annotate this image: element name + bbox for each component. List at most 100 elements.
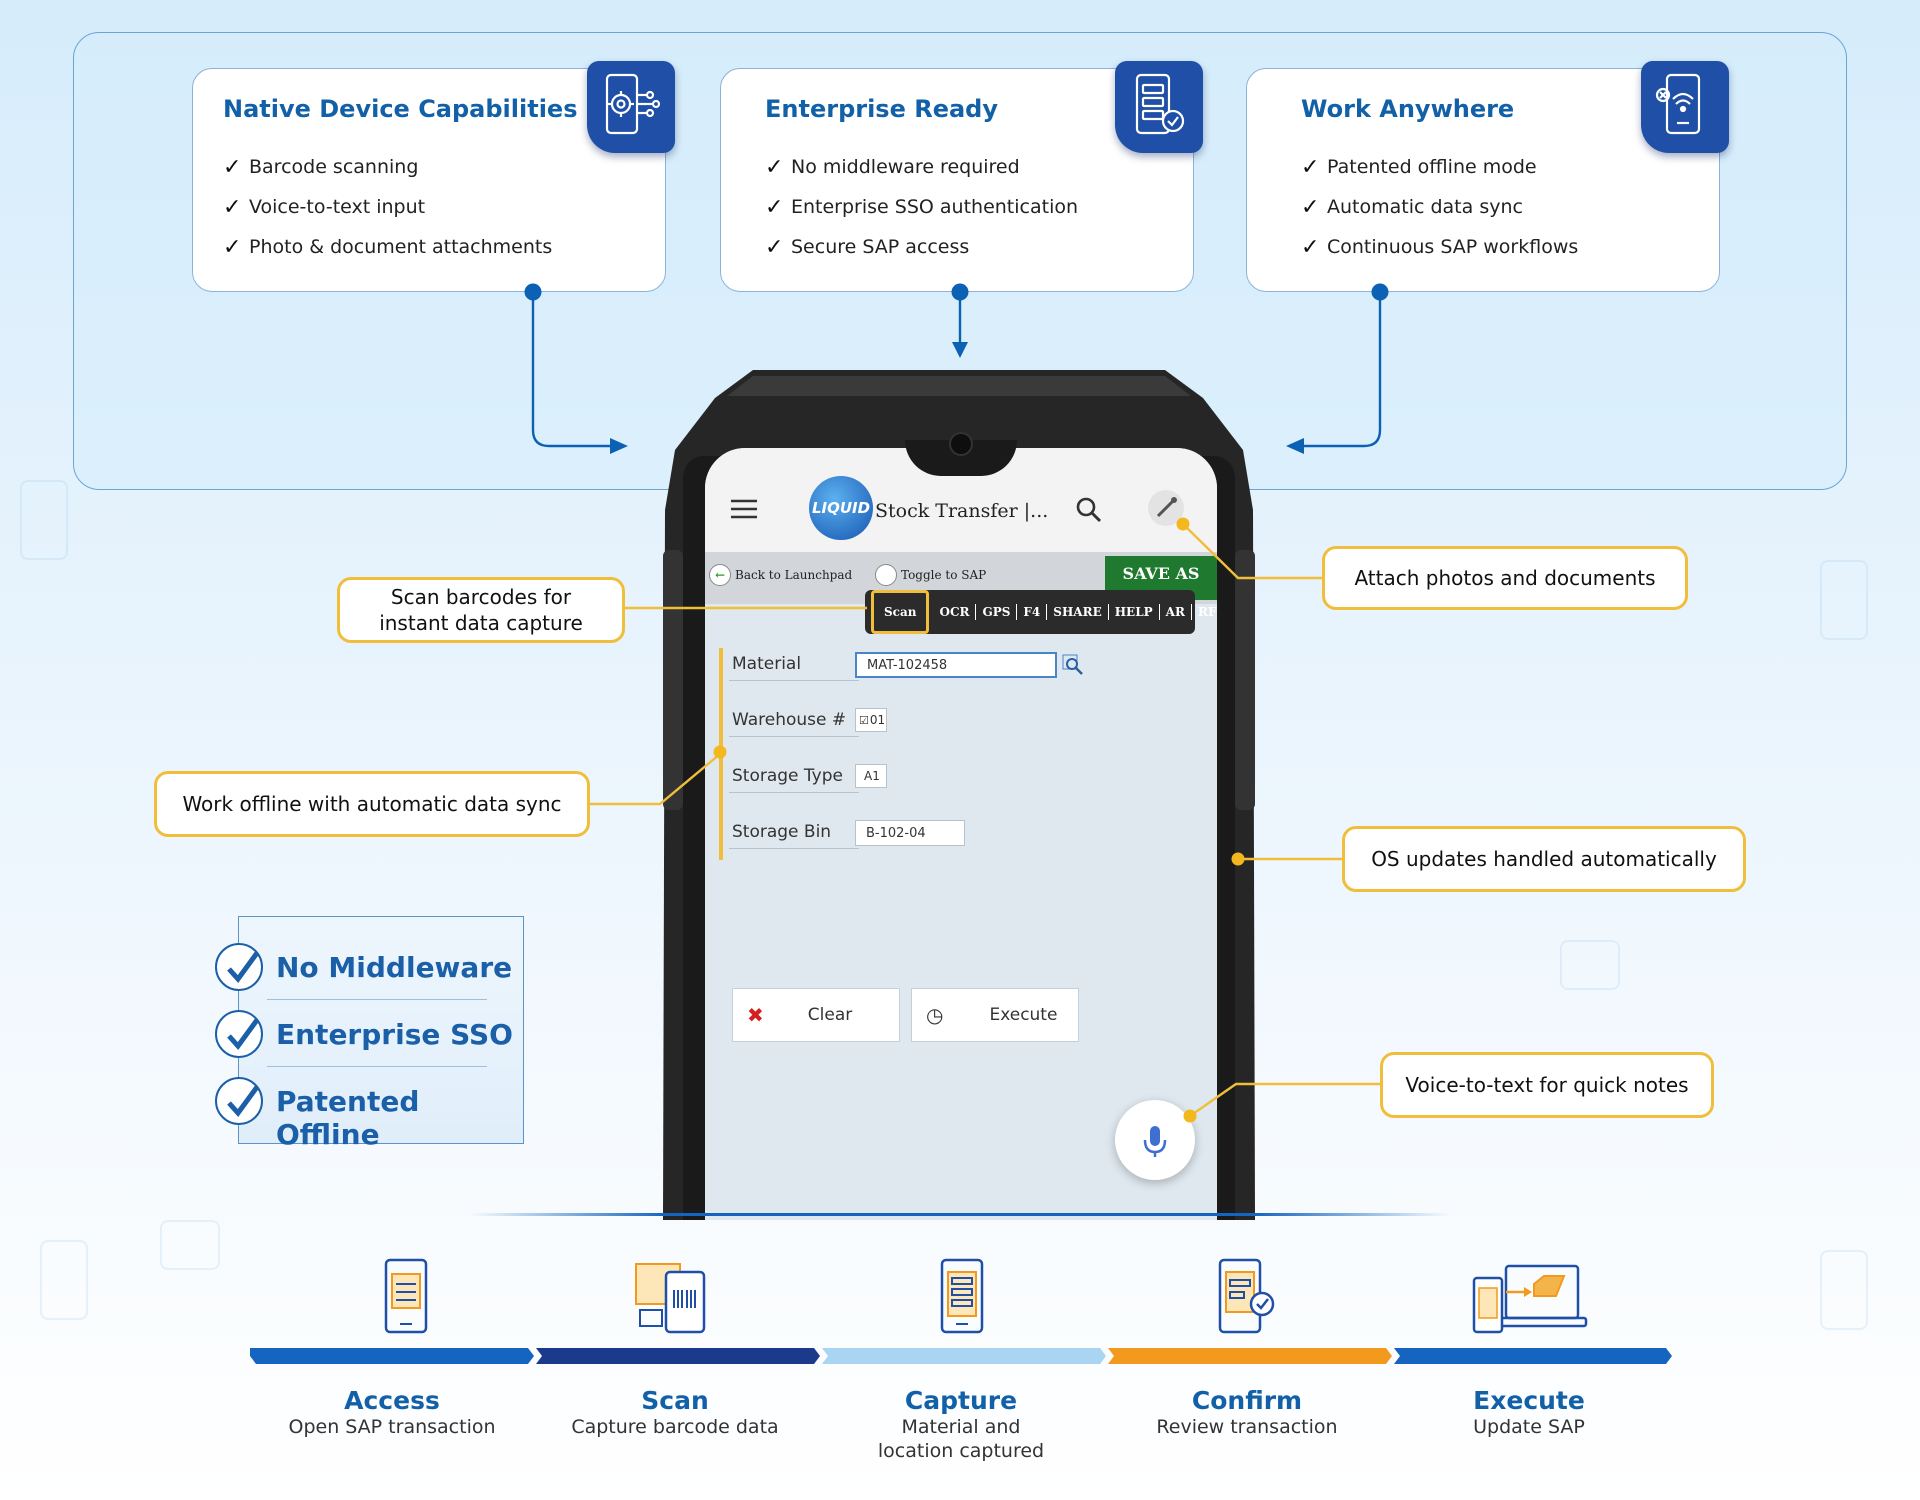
execute-button[interactable]: ◷ Execute: [911, 988, 1079, 1042]
feature-item: ✓Enterprise SSO authentication: [765, 194, 1079, 220]
material-input[interactable]: MAT-102458: [855, 652, 1057, 678]
form-capture-icon: [940, 1258, 984, 1334]
benefit-item: No Middleware: [276, 951, 513, 984]
field-divider: [729, 736, 859, 737]
help-tool-button[interactable]: HELP: [1109, 604, 1160, 620]
callout-connectors: [590, 517, 1380, 1123]
execute-sync-icon: [1472, 1264, 1588, 1334]
back-arrow-icon: ←: [709, 564, 731, 586]
feature-item: ✓Barcode scanning: [223, 154, 419, 180]
search-icon[interactable]: [1075, 496, 1103, 524]
field-divider: [729, 680, 859, 681]
back-to-launchpad-button[interactable]: ← Back to Launchpad: [709, 564, 852, 586]
hamburger-menu-icon[interactable]: [729, 498, 759, 520]
check-icon: ✓: [765, 154, 784, 180]
field-label: Storage Type: [732, 766, 843, 786]
card-title: Native Device Capabilities: [223, 95, 578, 123]
check-icon: ✓: [223, 194, 242, 220]
step-desc-execute: Update SAP: [1473, 1416, 1585, 1438]
benefit-divider: [267, 999, 487, 1000]
microphone-icon: [1143, 1126, 1167, 1157]
check-icon: ✓: [1301, 154, 1320, 180]
card-badge: [1631, 61, 1729, 163]
field-label: Warehouse #: [732, 710, 847, 730]
check-circle-icon: [215, 943, 263, 991]
gps-tool-button[interactable]: GPS: [976, 604, 1018, 620]
card-connectors: [524, 283, 1389, 454]
benefit-divider: [267, 1066, 487, 1067]
feature-list: ✓No middleware required ✓Enterprise SSO …: [765, 147, 1078, 267]
feature-item: ✓Voice-to-text input: [223, 194, 426, 220]
callout-voice: Voice-to-text for quick notes: [1380, 1052, 1714, 1118]
check-icon: ✓: [1301, 194, 1320, 220]
toggle-to-sap-button[interactable]: Toggle to SAP: [875, 564, 986, 586]
feature-list: ✓Patented offline mode ✓Automatic data s…: [1301, 147, 1578, 267]
card-badge: [577, 61, 675, 163]
check-icon: ✓: [765, 194, 784, 220]
card-title: Enterprise Ready: [765, 95, 999, 123]
clear-button[interactable]: ✖ Clear: [732, 988, 900, 1042]
field-divider: [729, 792, 859, 793]
device-wifi-icon: [1655, 73, 1701, 135]
step-title-confirm: Confirm: [1191, 1386, 1303, 1415]
close-icon: ✖: [747, 1003, 764, 1027]
feature-item: ✓Continuous SAP workflows: [1301, 234, 1579, 260]
f4-tool-button[interactable]: F4: [1017, 604, 1048, 620]
feature-list: ✓Barcode scanning ✓Voice-to-text input ✓…: [223, 147, 552, 267]
scan-toolbar: Scan OCR GPS F4 SHARE HELP AR RFID: [865, 590, 1217, 634]
benefit-item: Patented Offline: [276, 1085, 420, 1151]
step-desc-confirm: Review transaction: [1156, 1416, 1338, 1438]
clock-icon: ◷: [926, 1003, 944, 1027]
app-header: LIQUID Stock Transfer |...: [705, 448, 1217, 552]
confirm-review-icon: [1218, 1258, 1275, 1334]
card-title: Work Anywhere: [1301, 95, 1515, 123]
feature-item: ✓Automatic data sync: [1301, 194, 1523, 220]
scan-tool-button[interactable]: Scan: [871, 590, 930, 634]
background-phone-outline: [160, 1220, 220, 1270]
step-title-access: Access: [344, 1386, 440, 1415]
rfid-tool-button[interactable]: RFID: [1197, 605, 1217, 619]
field-divider: [729, 848, 859, 849]
liquid-logo: LIQUID: [809, 476, 873, 540]
step-title-scan: Scan: [641, 1386, 709, 1415]
card-badge: [1105, 61, 1203, 163]
callout-offline: Work offline with automatic data sync: [154, 771, 590, 837]
check-icon: ✓: [223, 234, 242, 260]
camera-lens: [949, 432, 973, 456]
device-settings-icon: [605, 73, 661, 135]
feature-item: ✓No middleware required: [765, 154, 1020, 180]
warehouse-input[interactable]: ☑01: [855, 708, 887, 732]
background-phone-outline: [1820, 560, 1868, 640]
toggle-icon: [875, 564, 897, 586]
phone-base-line: [470, 1213, 1450, 1216]
value-help-icon[interactable]: [1060, 652, 1084, 676]
feature-card-anywhere: Work Anywhere ✓Patented offline mode ✓Au…: [1246, 61, 1729, 292]
check-circle-icon: [215, 1077, 263, 1125]
paperclip-icon: [1156, 497, 1177, 518]
app-screen: LIQUID Stock Transfer |... ← Back to Lau…: [705, 448, 1217, 1220]
feature-item: ✓Photo & document attachments: [223, 234, 553, 260]
check-icon: ✓: [1301, 234, 1320, 260]
callout-os-updates: OS updates handled automatically: [1342, 826, 1746, 892]
barcode-scan-icon: [635, 1263, 706, 1334]
callout-scan: Scan barcodes for instant data capture: [337, 577, 625, 643]
process-ribbon: [250, 1348, 1672, 1364]
field-label: Storage Bin: [732, 822, 832, 842]
ar-tool-button[interactable]: AR: [1160, 604, 1192, 620]
step-title-execute: Execute: [1473, 1386, 1585, 1415]
step-desc-capture-line2: location captured: [877, 1440, 1045, 1462]
background-phone-outline: [1560, 940, 1620, 990]
storage-bin-input[interactable]: B-102-04: [855, 820, 965, 846]
ocr-tool-button[interactable]: OCR: [933, 604, 977, 620]
checkbox-icon: ☑: [859, 713, 869, 727]
background-phone-outline: [20, 480, 68, 560]
mobile-app-icon: [384, 1258, 428, 1334]
voice-input-button[interactable]: [1115, 1100, 1195, 1180]
benefit-item: Enterprise SSO: [276, 1018, 513, 1051]
callout-photos: Attach photos and documents: [1322, 546, 1688, 610]
check-icon: ✓: [223, 154, 242, 180]
storage-type-input[interactable]: A1: [855, 764, 887, 788]
share-tool-button[interactable]: SHARE: [1047, 604, 1109, 620]
benefits-box: No Middleware Enterprise SSO Patented Of…: [215, 916, 524, 1151]
step-desc-capture: Material and: [901, 1416, 1021, 1438]
